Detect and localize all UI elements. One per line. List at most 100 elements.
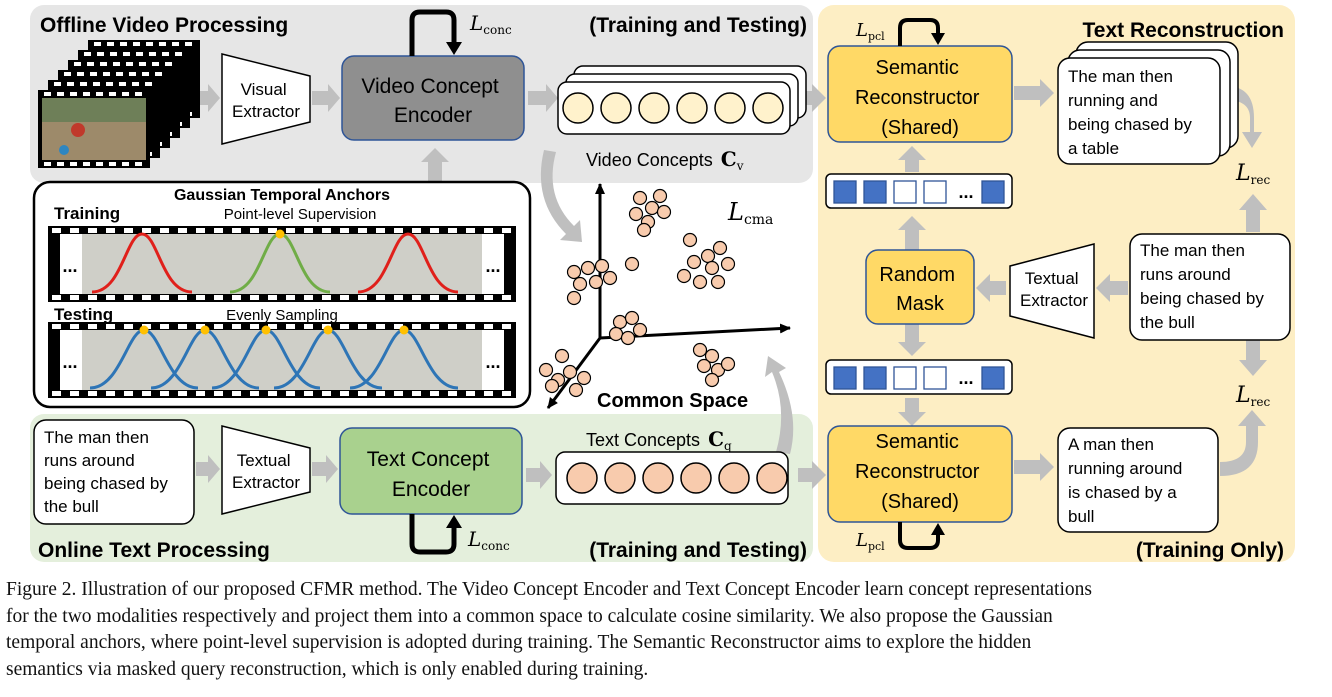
query-text-right: The man then runs around being chased by… (1140, 241, 1269, 332)
film-hole (145, 82, 152, 86)
film-hole (44, 162, 51, 166)
film-hole (232, 391, 241, 396)
film-hole (57, 162, 64, 166)
concept-circle (752, 92, 784, 124)
film-hole (250, 228, 259, 233)
caption-line: semantics via masked query reconstructio… (6, 658, 649, 680)
training-testing-top: (Training and Testing) (589, 14, 807, 37)
embedding-point (608, 326, 624, 342)
film-hole (376, 391, 385, 396)
embedding-point (704, 372, 720, 388)
loss-conc-bottom: Lconc (467, 527, 510, 553)
film-hole (106, 295, 115, 300)
film-hole (107, 42, 114, 46)
embedding-point (686, 254, 702, 270)
film-hole (116, 72, 123, 76)
training-ellipsis-left: ... (62, 256, 77, 276)
loss-cma: Lcma (727, 198, 773, 228)
training-testing-bottom: (Training and Testing) (589, 539, 807, 562)
embedding-point (704, 260, 720, 276)
anchor-point (200, 325, 210, 335)
video-concept-encoder-box (341, 55, 525, 141)
testing-filmstrip: ... ... (48, 322, 516, 398)
film-hole (52, 228, 61, 233)
arrow-anchors-to-encoder (421, 148, 449, 182)
film-hole (448, 324, 457, 329)
barrel (59, 145, 69, 155)
film-hole (88, 391, 97, 396)
embedding-point (682, 232, 698, 248)
testing-ellipsis-right: ... (485, 352, 500, 372)
film-hole (100, 62, 107, 66)
common-space-label: Common Space (597, 390, 748, 412)
text-encoder-loop-arrowhead (446, 515, 462, 528)
film-hole (135, 92, 142, 96)
arrow-extractor-to-encoder (312, 84, 340, 112)
film-hole (77, 72, 84, 76)
embedding-point (544, 378, 560, 394)
text-encoder-loop-arrow (409, 514, 457, 555)
embedding-point (712, 240, 728, 256)
film-hole (149, 52, 156, 56)
film-hole (268, 228, 277, 233)
embedding-point (562, 364, 578, 380)
anchor-point (139, 325, 149, 335)
film-hole (448, 228, 457, 233)
film-hole (232, 324, 241, 329)
film-hole (322, 228, 331, 233)
reconstructor-top-loop-arrow (898, 18, 940, 46)
film-hole (286, 228, 295, 233)
concept-circle (680, 462, 712, 494)
film-hole (502, 295, 511, 300)
film-hole (430, 324, 439, 329)
arrow-textconcepts-to-reconstructor (798, 461, 826, 489)
film-hole (135, 162, 142, 166)
film-hole (412, 324, 421, 329)
film-hole (162, 52, 169, 56)
concept-circle (718, 462, 750, 494)
film-hole (304, 324, 313, 329)
supervision-point (275, 229, 285, 239)
random-mask-label: Random Mask (879, 264, 960, 315)
arrow-randommask-to-bottommask (898, 324, 926, 356)
film-hole (83, 92, 90, 96)
textual-extractor-bottom-label: Textual Extractor (232, 451, 300, 492)
film-hole (172, 42, 179, 46)
point-supervision-label: Point-level Supervision (224, 206, 377, 223)
film-hole (109, 162, 116, 166)
arrow-videoconcepts-to-space (540, 150, 582, 242)
film-hole (70, 324, 79, 329)
testing-frame-thumbnails (82, 330, 482, 390)
anchor-point (399, 325, 409, 335)
arrow-query-to-lrec-bottom (1239, 340, 1267, 376)
film-hole (322, 295, 331, 300)
figure-caption: Figure 2. Illustration of our proposed C… (6, 577, 1326, 683)
film-hole (64, 72, 71, 76)
masked-query-bottom: ... (825, 359, 1013, 395)
concept-circle (600, 92, 632, 124)
embedding-point (710, 274, 726, 290)
gaussian-anchors-title: Gaussian Temporal Anchors (174, 187, 390, 204)
flow-arrows (192, 79, 1267, 489)
film-hole (214, 228, 223, 233)
embedding-point (568, 382, 584, 398)
film-hole (484, 324, 493, 329)
film-hole (340, 324, 349, 329)
textual-extractor-right-label: Textual Extractor (1020, 269, 1088, 310)
embedding-point (602, 270, 618, 286)
concept-circle (566, 462, 598, 494)
training-label: Training (54, 204, 120, 223)
film-hole (142, 295, 151, 300)
film-hole (159, 42, 166, 46)
text-reconstruction-title: Text Reconstruction (1083, 19, 1284, 42)
film-hole (106, 391, 115, 396)
film-hole (57, 92, 64, 96)
film-hole (132, 82, 139, 86)
masked-query-top: ... (825, 173, 1013, 209)
film-hole (268, 324, 277, 329)
concept-circle (642, 462, 674, 494)
film-hole (52, 391, 61, 396)
film-hole (96, 92, 103, 96)
film-hole (126, 62, 133, 66)
